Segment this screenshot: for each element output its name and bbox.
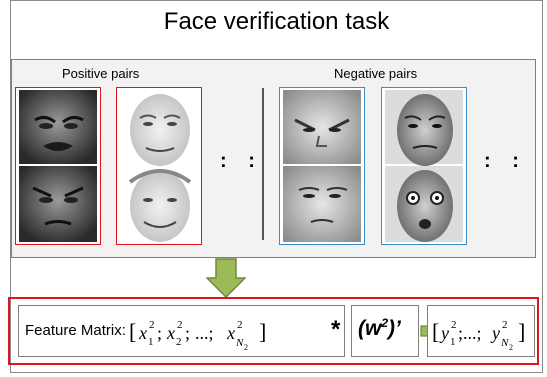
positive-ellipsis: : : [220, 150, 263, 172]
figure-frame [10, 0, 543, 373]
weight-box: (w2)’ [351, 305, 419, 357]
svg-text:...;: ...; [195, 323, 214, 343]
face-image [385, 90, 463, 242]
weight-math: (w2)’ [358, 316, 401, 340]
svg-text:x: x [226, 323, 235, 343]
negative-pairs-label: Negative pairs [334, 66, 418, 81]
svg-text:1: 1 [450, 336, 456, 348]
multiply-star: * [331, 316, 341, 343]
svg-text:y: y [490, 323, 500, 343]
svg-text:2: 2 [451, 319, 457, 331]
negative-pair-1 [279, 87, 365, 245]
output-math: [ y 2 1 ;...; y 2 N 2 ] [432, 319, 525, 352]
feature-matrix-box: Feature Matrix: [ x 2 1 ; x 2 2 ; ...; x… [18, 305, 345, 357]
svg-text:]: ] [259, 319, 266, 344]
divider [262, 88, 264, 240]
negative-pair-2 [381, 87, 467, 245]
svg-text:N: N [235, 337, 244, 349]
feature-matrix-math: [ x 2 1 ; x 2 2 ; ...; x 2 N 2 ] [129, 319, 266, 352]
svg-text:2: 2 [509, 343, 513, 352]
svg-text:2: 2 [502, 319, 508, 331]
negative-ellipsis: : : [484, 150, 527, 172]
face-image [19, 90, 97, 242]
face-image [283, 90, 361, 242]
svg-text:;: ; [157, 323, 162, 343]
feature-row [8, 297, 539, 365]
svg-text:;...;: ;...; [458, 323, 482, 343]
svg-text:2: 2 [237, 319, 243, 331]
figure-title: Face verification task [163, 8, 390, 35]
face-image [120, 90, 198, 242]
svg-text:x: x [166, 323, 175, 343]
svg-text:]: ] [518, 319, 525, 344]
svg-text:2: 2 [177, 319, 183, 331]
svg-text:y: y [439, 323, 449, 343]
svg-text:;: ; [185, 323, 190, 343]
feature-matrix-label: Feature Matrix: [25, 322, 126, 339]
positive-pair-2 [116, 87, 202, 245]
svg-text:2: 2 [149, 319, 155, 331]
positive-pairs-label: Positive pairs [62, 66, 140, 81]
svg-text:[: [ [129, 319, 136, 344]
svg-text:2: 2 [176, 336, 182, 348]
svg-text:1: 1 [148, 336, 154, 348]
svg-text:N: N [500, 337, 509, 349]
down-arrow-icon [206, 258, 246, 298]
positive-pair-1 [15, 87, 101, 245]
svg-text:[: [ [432, 319, 439, 344]
svg-text:2: 2 [244, 343, 248, 352]
output-box: [ y 2 1 ;...; y 2 N 2 ] [427, 305, 535, 357]
svg-text:x: x [138, 323, 147, 343]
